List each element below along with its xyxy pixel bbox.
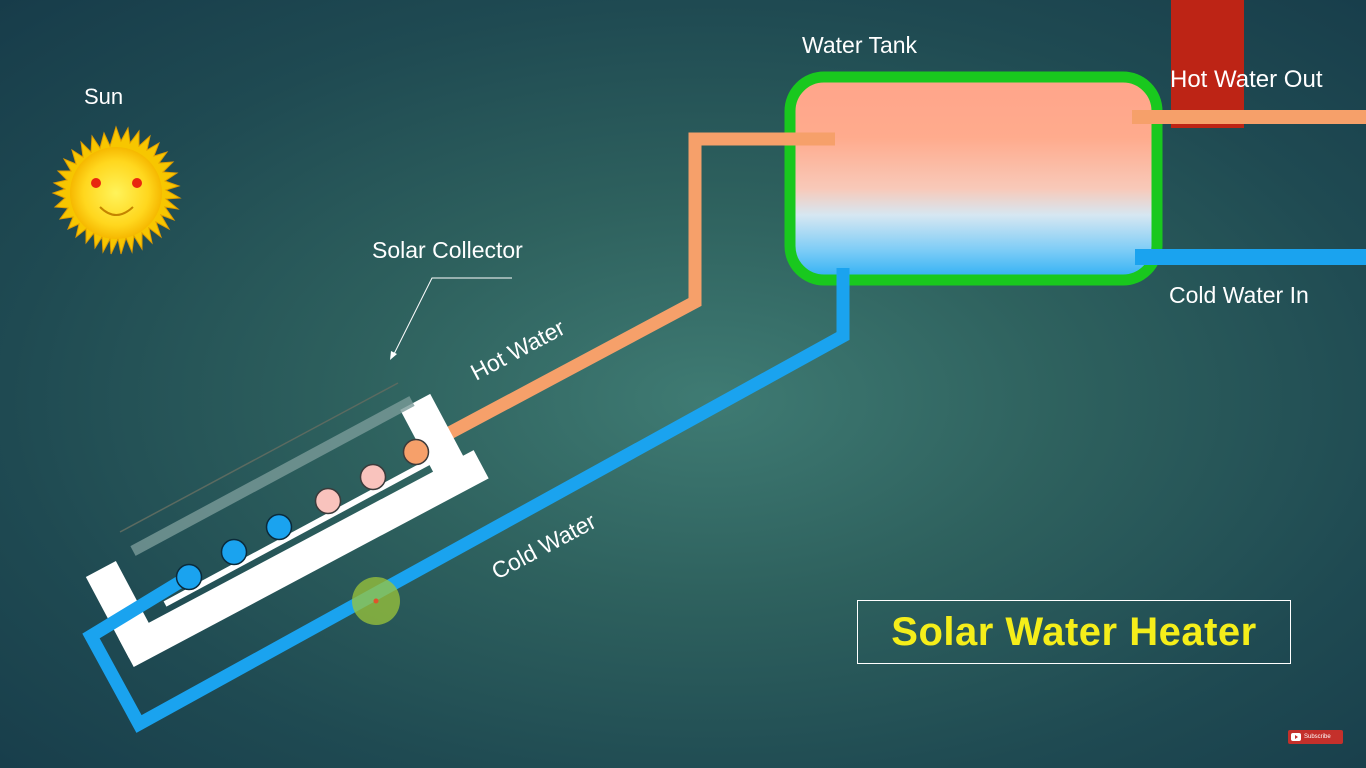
sun-smile	[99, 206, 134, 216]
cold-water-in-label: Cold Water In	[1169, 282, 1309, 308]
diagram-title: Solar Water Heater	[891, 609, 1257, 654]
hot-water-out-label: Hot Water Out	[1170, 66, 1323, 93]
water-tank-label: Water Tank	[802, 32, 918, 58]
solar-collector-label: Solar Collector	[372, 237, 523, 263]
hot-water-pipe	[410, 132, 835, 458]
collector-pointer-arrow	[390, 351, 397, 360]
sun	[51, 125, 182, 255]
tube-cold-1	[175, 563, 203, 591]
tube-cold-3	[265, 513, 293, 541]
sun-right-eye	[132, 178, 142, 188]
subscribe-label: Subscribe	[1304, 734, 1331, 740]
sun-left-eye	[91, 178, 101, 188]
glass-cover	[119, 382, 399, 533]
title-box: Solar Water Heater	[857, 600, 1291, 664]
collector-absorber	[163, 445, 457, 607]
tube-warm-1	[314, 487, 342, 515]
collector-tubes	[175, 438, 430, 591]
glass-reflection	[130, 396, 415, 556]
collector-pointer-line	[392, 277, 512, 357]
sun-label: Sun	[84, 84, 123, 109]
cursor-dot	[373, 598, 379, 604]
red-bar	[1171, 0, 1244, 128]
subscribe-button[interactable]: Subscribe	[1288, 730, 1343, 744]
tube-warm-2	[359, 463, 387, 491]
tube-hot	[402, 438, 430, 466]
youtube-icon	[1291, 733, 1301, 741]
cold-water-pipe	[82, 268, 850, 733]
tube-cold-2	[220, 538, 248, 566]
water-tank	[784, 71, 1163, 286]
